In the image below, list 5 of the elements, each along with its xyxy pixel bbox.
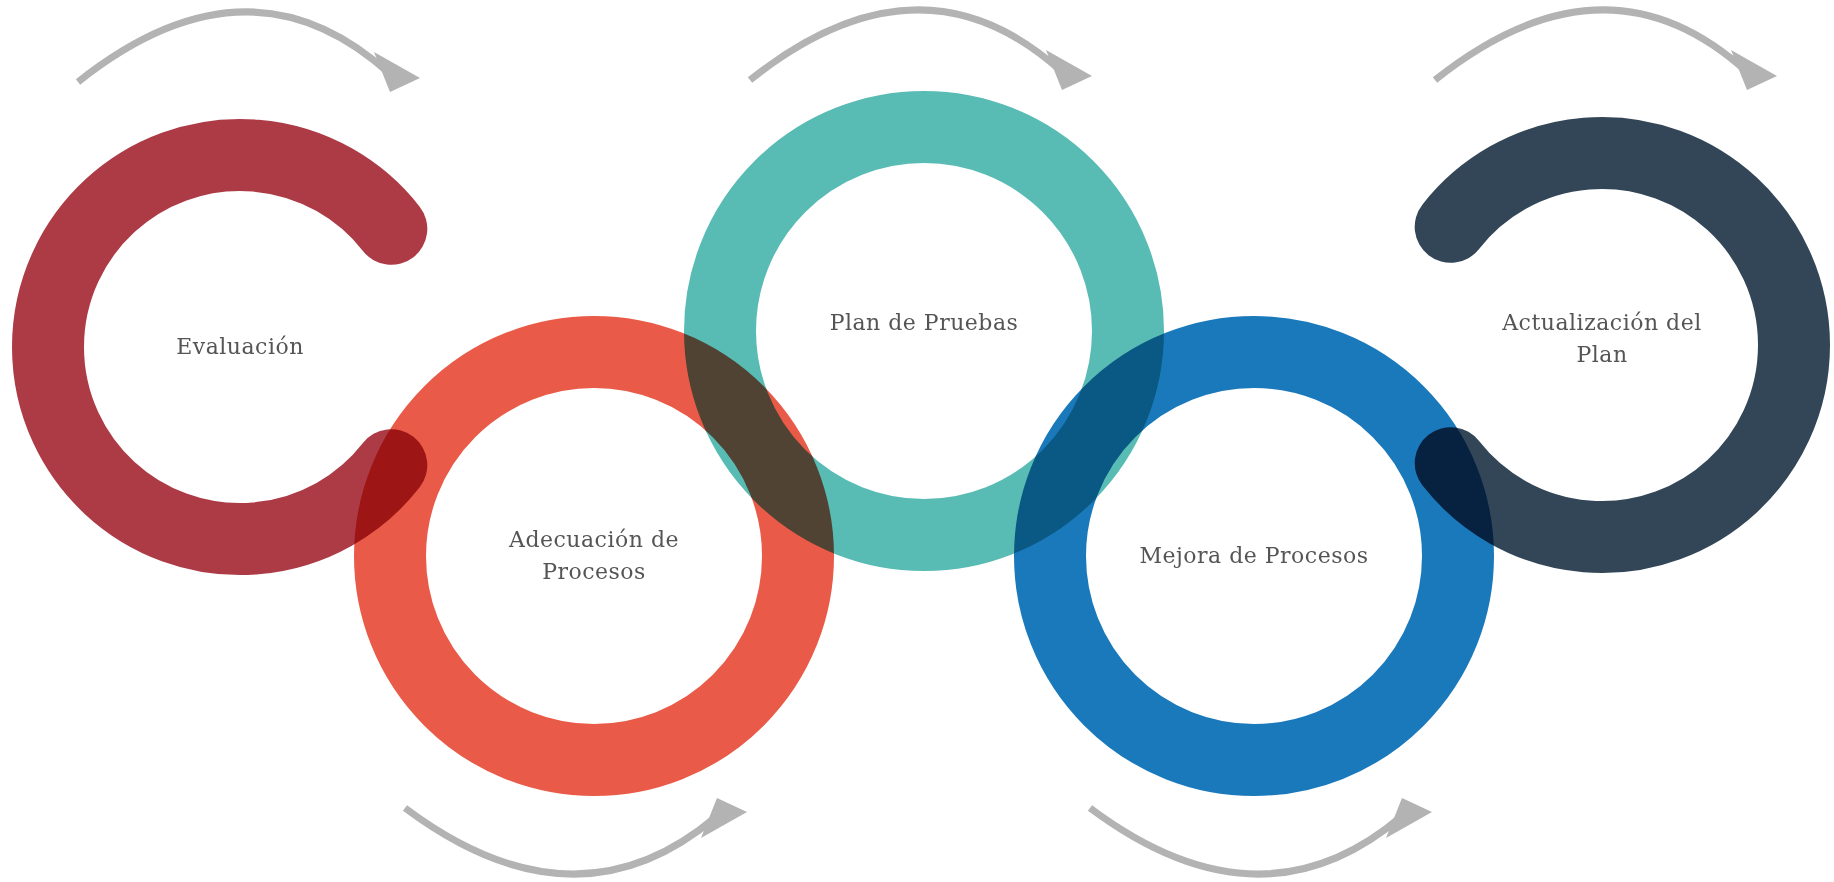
stage-label: Plan de Pruebas: [828, 309, 1020, 338]
stage-label: Adecuación de Procesos: [508, 526, 680, 586]
stage-label: Evaluación: [175, 333, 305, 362]
stage-label: Mejora de Procesos: [1139, 542, 1369, 571]
stage-label: Actualización del Plan: [1501, 309, 1703, 369]
